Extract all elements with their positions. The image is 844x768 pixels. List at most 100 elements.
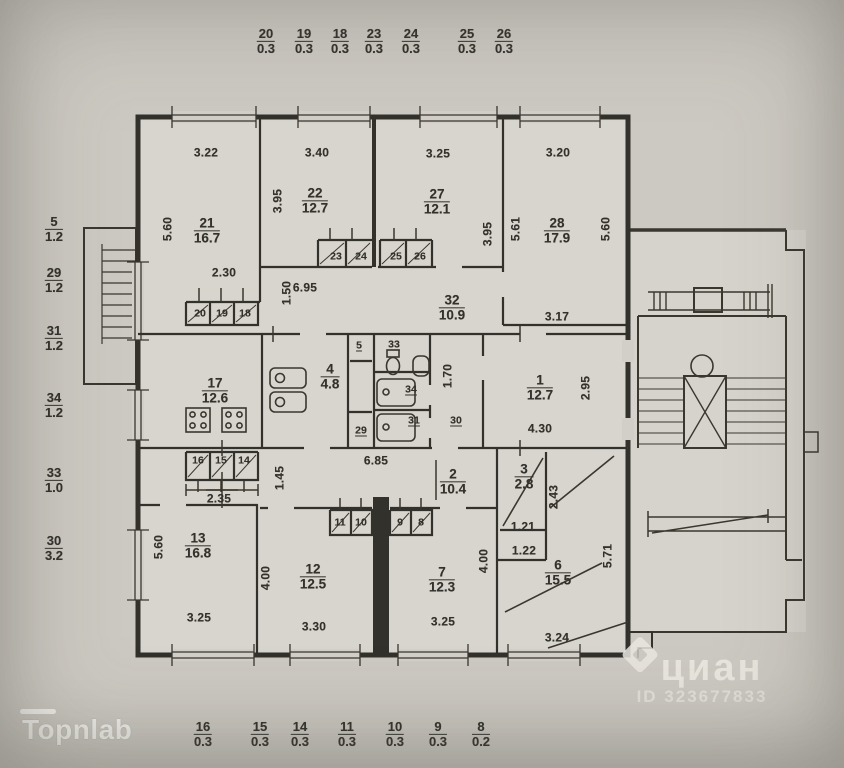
vent-area: 0.2 — [471, 733, 491, 749]
vent-number: 20 — [256, 25, 276, 42]
room-area: 16.8 — [184, 545, 212, 561]
room-area: 10.9 — [438, 307, 466, 323]
dimension-label: 3.95 — [480, 221, 495, 247]
room-number: 13 — [184, 531, 212, 547]
dimension-label: 2.35 — [206, 491, 232, 506]
stairwell-annex — [630, 228, 819, 633]
vent-number: 14 — [290, 718, 310, 735]
washer-icon — [269, 367, 307, 389]
room-area: 12.6 — [201, 390, 229, 406]
dimension-label: 6.85 — [363, 453, 389, 468]
vent-area: 1.2 — [44, 337, 64, 353]
annex-outer-wall — [630, 228, 819, 633]
closet-number-label: 34 — [405, 383, 417, 396]
room-area: 12.7 — [301, 200, 329, 216]
vent-area: 0.3 — [294, 40, 314, 56]
dimension-label: 5.60 — [598, 216, 613, 242]
paper-fill — [138, 117, 806, 655]
vent-area: 0.3 — [256, 40, 276, 56]
vent-number: 19 — [294, 25, 314, 42]
vent-number: 16 — [193, 718, 213, 735]
room-number: 1 — [526, 373, 554, 389]
vent-area: 1.2 — [44, 404, 64, 420]
diamond-icon — [622, 637, 658, 673]
dimension-label: 1.70 — [440, 363, 455, 389]
dimension-label: 3.30 — [301, 619, 327, 634]
dimension-label: 6.95 — [292, 280, 318, 295]
closet-number-label: 26 — [414, 250, 426, 263]
dimension-label: 3.95 — [270, 188, 285, 214]
room-area: 10.4 — [439, 481, 467, 497]
windows — [127, 106, 634, 666]
vent-area: 0.3 — [337, 733, 357, 749]
vent-area: 1.2 — [44, 279, 64, 295]
dimension-label: 5.61 — [508, 216, 523, 242]
room-area: 12.1 — [423, 201, 451, 217]
dimension-label: 5.60 — [160, 216, 175, 242]
closet-number-label: 19 — [216, 307, 228, 320]
vent-number: 11 — [337, 720, 357, 735]
dimension-label: 4.30 — [527, 421, 553, 436]
dimension-label: 2.95 — [578, 375, 593, 401]
vent-number: 31 — [44, 322, 64, 339]
room-number: 28 — [543, 216, 571, 232]
vent-number: 5 — [44, 215, 64, 230]
room-area: 16.7 — [193, 230, 221, 246]
closet-number-label: 18 — [239, 307, 251, 320]
room-area: 12.7 — [526, 387, 554, 403]
room-area: 12.3 — [428, 579, 456, 595]
closet-number-label: 9 — [397, 516, 403, 529]
dimension-label: 1.45 — [272, 465, 287, 491]
vent-area: 0.3 — [364, 40, 384, 56]
vent-number: 30 — [44, 532, 64, 549]
room-number: 17 — [201, 376, 229, 392]
lower-stair-flight-icon — [647, 509, 786, 537]
fixtures — [185, 349, 430, 442]
vent-number: 9 — [428, 720, 448, 735]
vent-number: 23 — [364, 25, 384, 42]
logo-t-bar — [20, 709, 56, 714]
vent-area: 1.2 — [44, 228, 64, 244]
closet-hatching — [187, 242, 431, 533]
closet-number-label: 15 — [215, 454, 227, 467]
room-area: 2.8 — [514, 476, 534, 492]
dimension-label: 3.22 — [193, 145, 219, 160]
vent-number: 8 — [471, 720, 491, 735]
closet-number-label: 31 — [408, 414, 420, 427]
room-number: 21 — [193, 216, 221, 232]
vent-number: 26 — [494, 25, 514, 42]
room-number: 4 — [320, 362, 340, 378]
dimension-label: 3.20 — [545, 145, 571, 160]
bathtub-icon — [376, 413, 416, 442]
vent-area: 0.3 — [385, 733, 405, 749]
vent-area: 0.3 — [494, 40, 514, 56]
dimension-label: 1.22 — [511, 543, 537, 558]
vent-area: 0.3 — [428, 733, 448, 749]
room-area: 15.5 — [544, 572, 572, 588]
bottom-wall-spine — [373, 497, 389, 655]
watermark-brand: циан — [660, 647, 764, 690]
room-number: 6 — [544, 558, 572, 574]
vent-number: 34 — [44, 389, 64, 406]
logo-text: Topnlab — [22, 714, 133, 745]
